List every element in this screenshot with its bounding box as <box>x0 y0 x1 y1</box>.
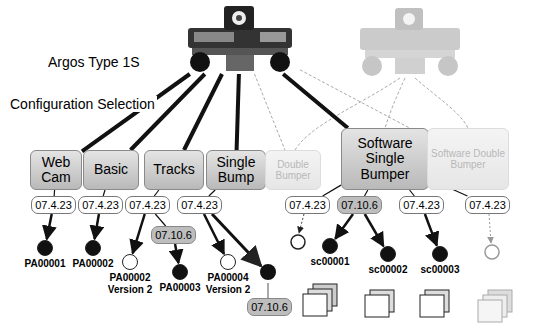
node-text: Single Bump <box>207 155 265 186</box>
connector <box>95 214 99 239</box>
node-text: Basic <box>94 162 128 177</box>
node-text: PA00001 <box>22 258 68 270</box>
version-callout: 07.4.23 <box>465 196 510 214</box>
node-text: sc00002 <box>365 264 411 276</box>
connector <box>237 74 239 150</box>
node-text: 07.10.6 <box>251 302 288 313</box>
connector <box>335 214 353 239</box>
node-text: 07.4.23 <box>469 200 506 211</box>
node-text: 07.10.6 <box>155 230 192 241</box>
version-circle: PA00002 Version 2 <box>122 254 138 270</box>
version-callout: 07.4.23 <box>125 196 170 214</box>
node-text: sc00001 <box>307 256 353 268</box>
version-circle: PA00001 <box>37 240 53 256</box>
version-circle: PA00002 <box>85 240 101 256</box>
configuration-box: Tracks <box>144 150 204 190</box>
version-circle: PA00004 Version 2 <box>220 254 236 270</box>
connector <box>425 214 437 246</box>
connector <box>254 74 285 150</box>
node-text: Software Single Bumper <box>342 136 428 182</box>
version-callout: 07.10.6 <box>151 226 196 244</box>
node-text: 07.4.23 <box>403 200 440 211</box>
node-text: 07.4.23 <box>129 200 166 211</box>
robot-node: Argos Type 1S <box>180 2 300 74</box>
connector <box>283 74 348 128</box>
connector <box>365 214 384 246</box>
version-callout: 07.4.23 <box>285 196 330 214</box>
node-text: Double Bumper <box>266 159 320 181</box>
connector <box>184 74 222 150</box>
node-text: sc00003 <box>417 264 463 276</box>
node-text: PA00002 <box>70 258 116 270</box>
version-circle: sc00002 <box>380 246 396 262</box>
configuration-box: Basic <box>83 150 139 190</box>
node-text: 07.4.23 <box>181 200 218 211</box>
version-callout: 07.10.6 <box>247 298 292 316</box>
configuration-box: Single Bump <box>206 150 266 190</box>
document-stacks <box>303 284 512 322</box>
node-text: Tracks <box>153 162 194 177</box>
node-text: 07.4.23 <box>289 200 326 211</box>
connector <box>131 74 205 150</box>
connector <box>82 74 190 151</box>
robot-illustration <box>180 2 300 74</box>
configuration-box: Double Bumper <box>265 150 321 190</box>
node-text: 07.4.23 <box>35 200 72 211</box>
version-callout: 07.10.6 <box>337 196 382 214</box>
section-label: Configuration Selection <box>8 96 157 112</box>
node-text: 07.4.23 <box>82 200 119 211</box>
version-circles <box>212 214 499 298</box>
connector <box>204 214 224 254</box>
node-text: PA00003 <box>157 282 203 294</box>
node-text: PA00004 Version 2 <box>205 272 251 295</box>
configuration-box: Web Cam <box>30 150 82 190</box>
node-text: Argos Type 1S <box>48 54 140 70</box>
node-text: Web Cam <box>31 155 81 186</box>
node-text: 07.10.6 <box>341 200 378 211</box>
version-callout: 07.4.23 <box>78 196 123 214</box>
configuration-box: Software Double Bumper <box>427 128 509 190</box>
version-callout: 07.4.23 <box>177 196 222 214</box>
connector <box>133 214 145 253</box>
connector <box>47 214 52 239</box>
version-circle: sc00003 <box>432 246 448 262</box>
connector <box>155 214 165 226</box>
configuration-box: Software Single Bumper <box>341 128 429 190</box>
node-text: Software Double Bumper <box>428 148 508 170</box>
version-circle: sc00001 <box>322 238 338 254</box>
connector <box>323 185 341 196</box>
faded-robot <box>360 8 460 76</box>
version-circle: PA00003 <box>172 264 188 280</box>
version-callout: 07.4.23 <box>31 196 76 214</box>
version-callout: 07.4.23 <box>399 196 444 214</box>
connector <box>175 244 178 263</box>
node-text: PA00002 Version 2 <box>107 272 153 295</box>
